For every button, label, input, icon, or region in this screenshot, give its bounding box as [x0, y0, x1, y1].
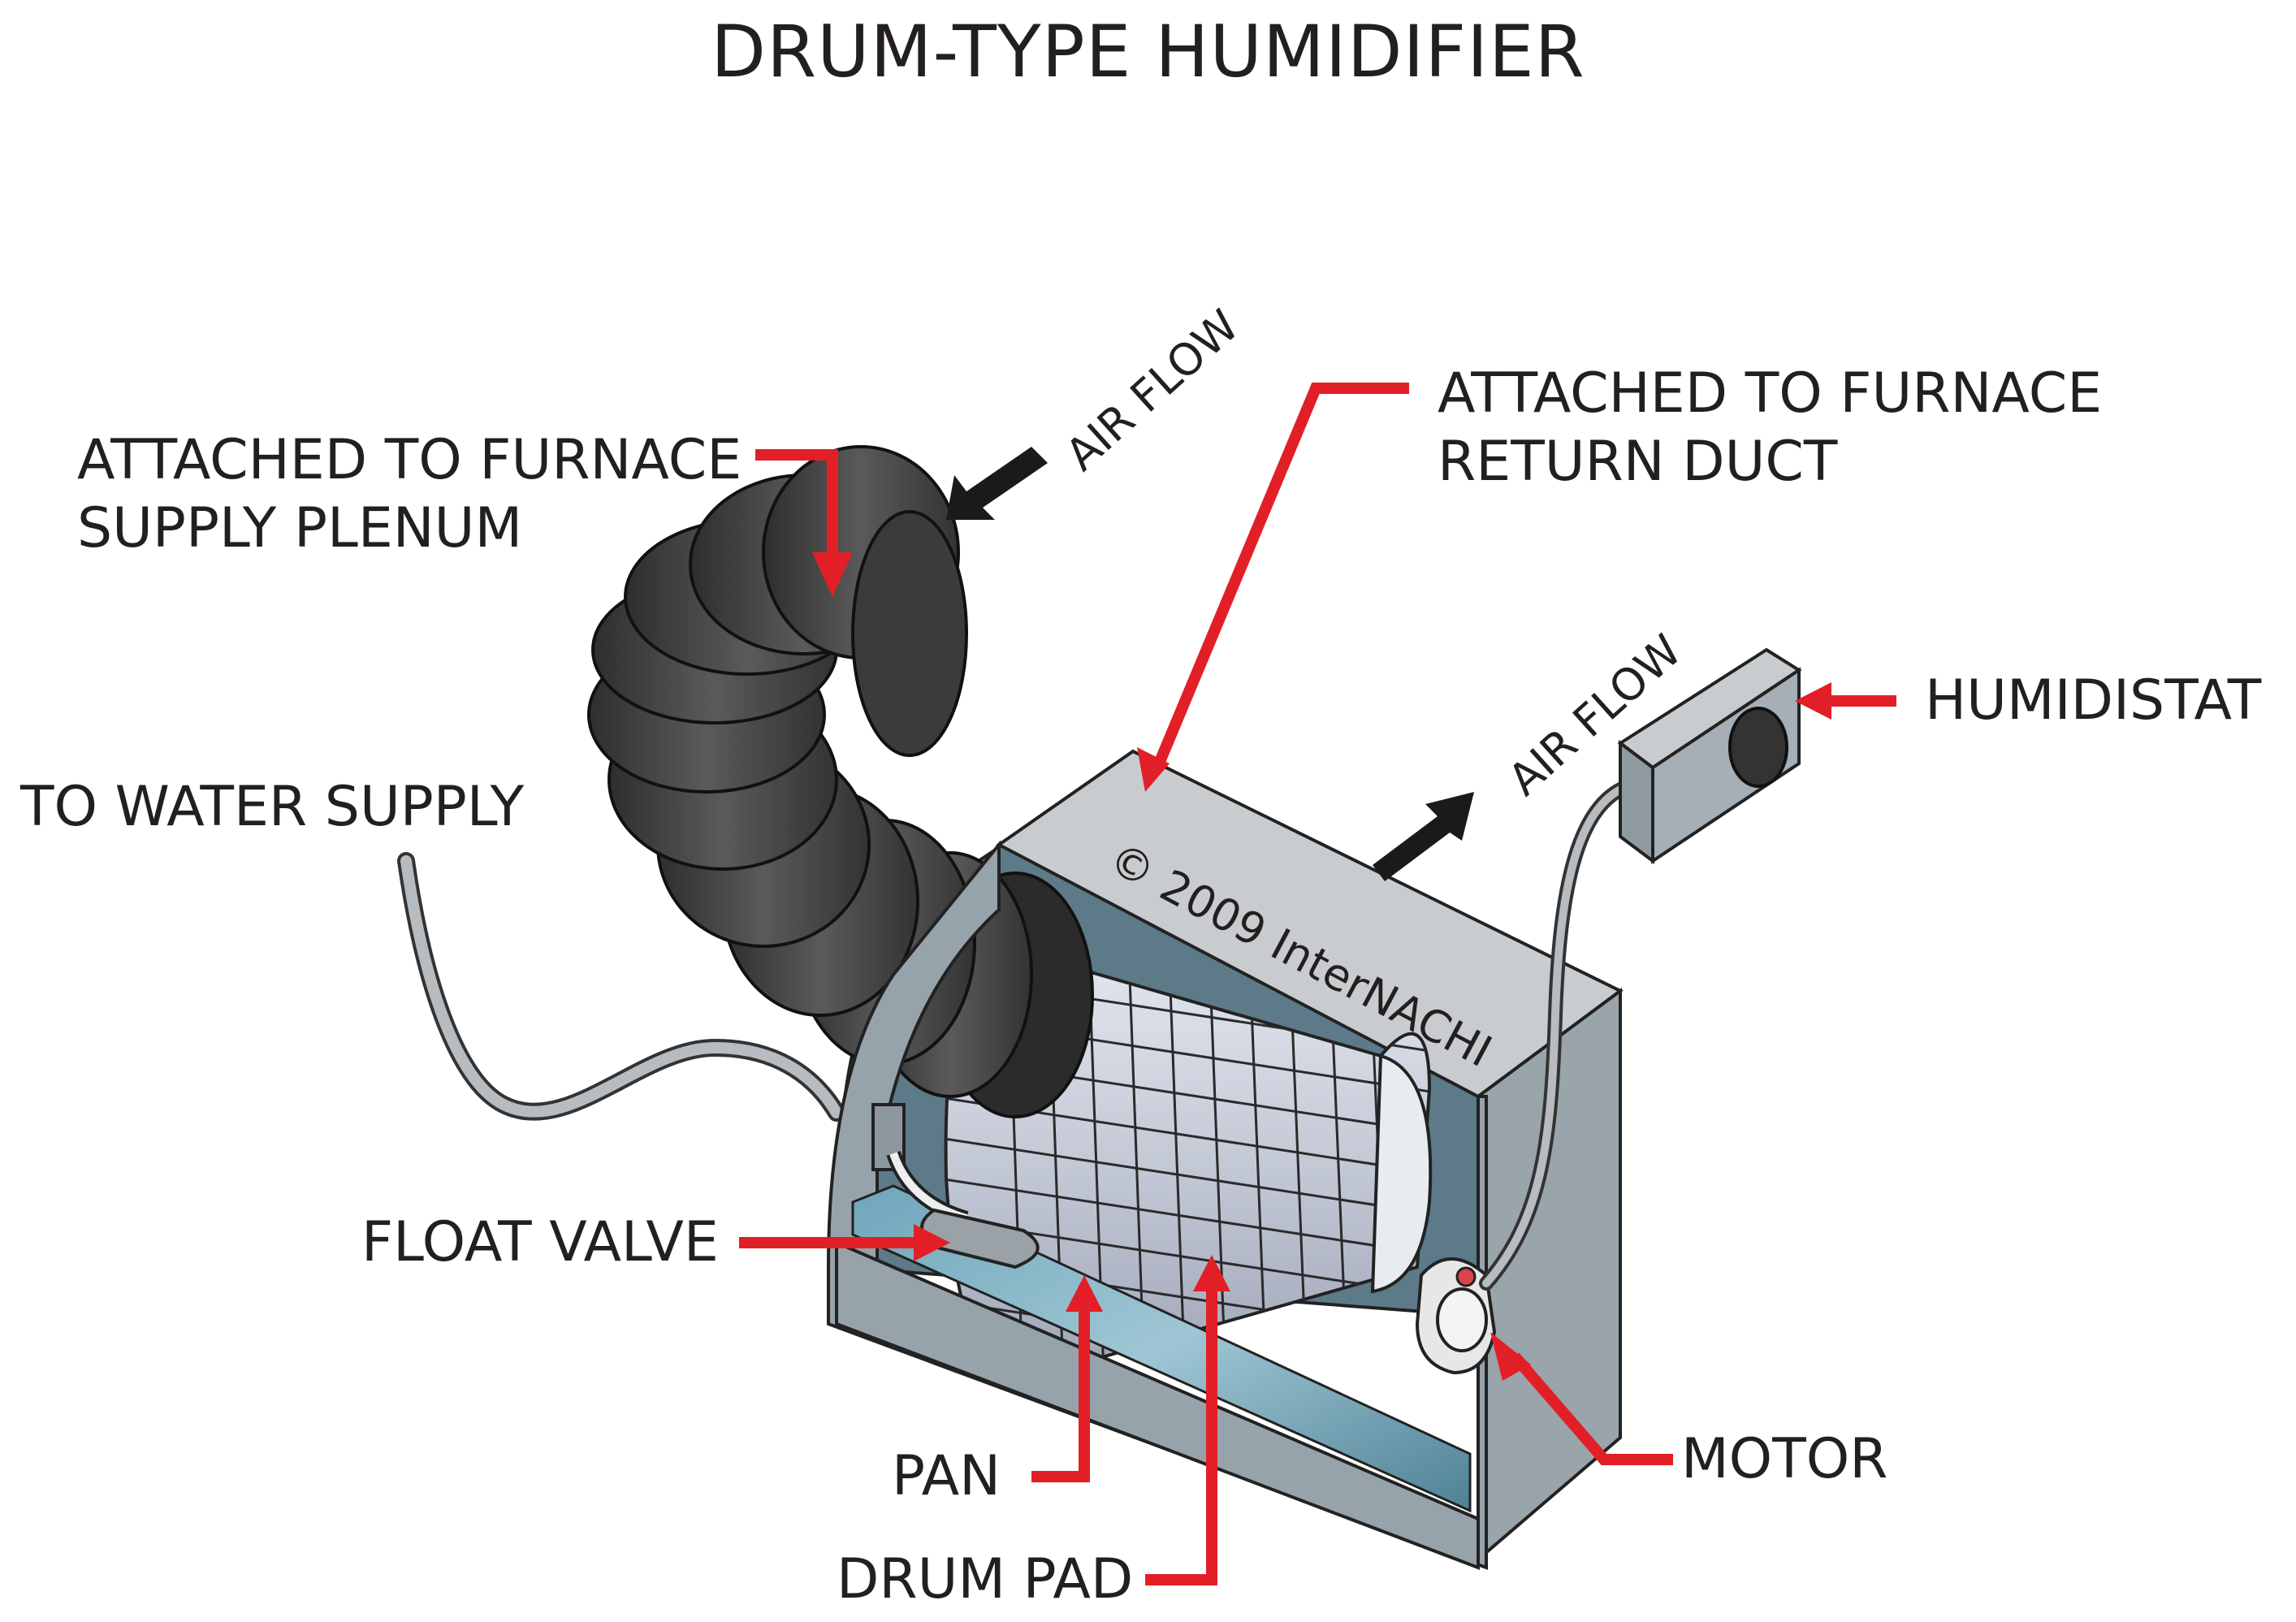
label-motor: MOTOR: [1681, 1427, 1888, 1491]
motor: [1415, 1257, 1497, 1375]
leader-supply-plenum: [755, 449, 838, 560]
leader-return-duct: [1152, 383, 1409, 770]
label-return-duct-line-2: RETURN DUCT: [1438, 430, 1838, 494]
label-supply-plenum-line-1: ATTACHED TO FURNACE: [77, 428, 742, 492]
leader-motor: [1510, 1352, 1673, 1465]
air-flow-in-arrow-icon: [946, 447, 1048, 520]
label-water-supply: TO WATER SUPPLY: [20, 775, 525, 839]
humidistat: [1479, 647, 1802, 1291]
label-supply-plenum-line-2: SUPPLY PLENUM: [77, 496, 523, 560]
water-supply-tube: [397, 852, 845, 1122]
air-flow-out-arrow-icon: [1373, 792, 1474, 881]
label-pan: PAN: [892, 1444, 1001, 1508]
leader-arrowheads: [812, 552, 1831, 1381]
label-humidistat: HUMIDISTAT: [1925, 668, 2262, 733]
leader-lines: [739, 383, 1896, 1585]
label-float-valve: FLOAT VALVE: [361, 1210, 719, 1274]
label-supply-plenum: ATTACHED TO FURNACE SUPPLY PLENUM: [77, 426, 742, 563]
page-title: DRUM-TYPE HUMIDIFIER: [711, 10, 1585, 93]
leader-drum-pad: [1145, 1287, 1217, 1585]
float-valve: [871, 1103, 1040, 1269]
label-drum-pad: DRUM PAD: [837, 1547, 1134, 1611]
label-return-duct: ATTACHED TO FURNACE RETURN DUCT: [1438, 360, 2102, 496]
leader-pan: [1031, 1308, 1090, 1482]
label-return-duct-line-1: ATTACHED TO FURNACE: [1438, 361, 2103, 426]
